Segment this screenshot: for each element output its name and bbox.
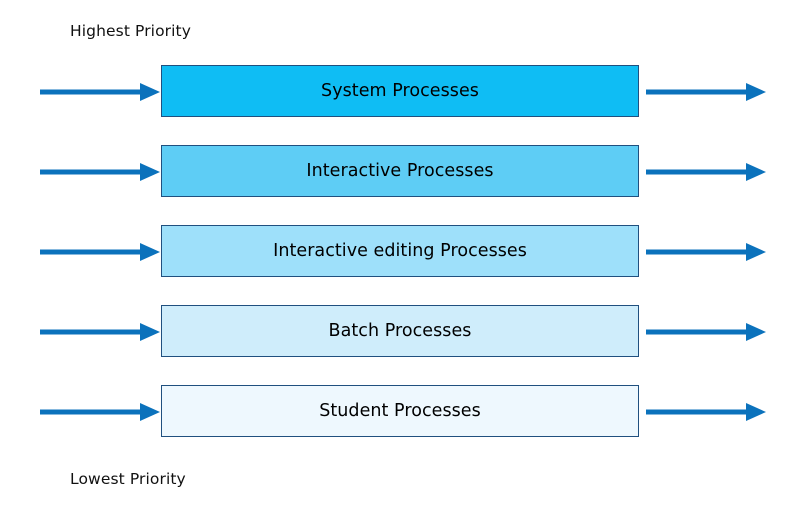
queue-row: Student Processes [0,385,790,439]
queue-row: Interactive editing Processes [0,225,790,279]
arrow-right-icon [646,323,766,341]
process-bar-label: Interactive Processes [306,161,494,181]
arrow-right-icon [646,163,766,181]
process-bar-label: Interactive editing Processes [273,241,527,261]
queue-row: Interactive Processes [0,145,790,199]
arrow-right-icon [40,403,160,421]
process-bar-label: Batch Processes [328,321,472,341]
arrow-right-icon [646,243,766,261]
process-bar[interactable]: Batch Processes [161,305,639,357]
lowest-priority-label: Lowest Priority [70,470,186,488]
arrow-right-icon [40,323,160,341]
arrow-right-icon [40,243,160,261]
process-bar-label: System Processes [321,81,479,101]
queue-row: System Processes [0,65,790,119]
process-bar[interactable]: Student Processes [161,385,639,437]
arrow-right-icon [646,83,766,101]
process-bar-label: Student Processes [319,401,481,421]
process-bar[interactable]: Interactive editing Processes [161,225,639,277]
arrow-right-icon [40,83,160,101]
arrow-right-icon [646,403,766,421]
process-bar[interactable]: Interactive Processes [161,145,639,197]
highest-priority-label: Highest Priority [70,22,192,40]
queue-row: Batch Processes [0,305,790,359]
process-bar[interactable]: System Processes [161,65,639,117]
arrow-right-icon [40,163,160,181]
